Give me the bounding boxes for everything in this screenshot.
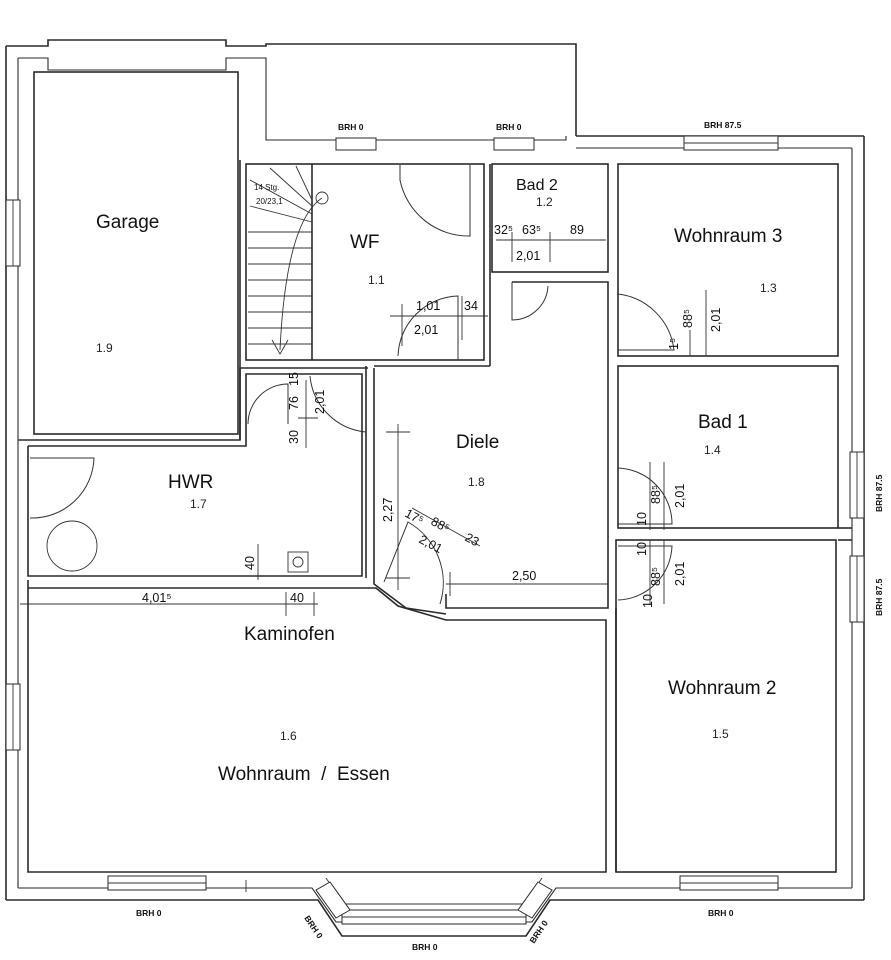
room-num-garage: 1.9 — [96, 341, 113, 355]
door-bad2 — [511, 282, 549, 321]
room-num-bad1: 1.4 — [704, 443, 721, 457]
bad2-outline — [491, 163, 609, 273]
door-wf-top — [399, 165, 471, 237]
dim-w2-c: 2,01 — [673, 562, 687, 586]
doors — [29, 165, 675, 605]
dim-w2-b: 88⁵ — [649, 567, 663, 586]
dim-w2-d: 10 — [641, 594, 655, 608]
dim-w3-c: 1⁵ — [667, 338, 681, 350]
dim-wohn-b: 40 — [290, 591, 304, 605]
room-name-wohnen: Wohnraum / Essen — [218, 764, 390, 785]
door-bad1 — [617, 467, 673, 525]
dim-bad2-a: 32⁵ — [494, 223, 513, 237]
room-name-kaminofen: Kaminofen — [244, 624, 335, 645]
dim-wf-c: 2,01 — [414, 323, 438, 337]
dim-hwr-e: 40 — [243, 556, 257, 570]
door-wohnraum2 — [617, 545, 673, 601]
dim-w3-b: 2,01 — [709, 308, 723, 332]
dim-hwr-b: 15 — [287, 372, 301, 386]
window-bay-right — [517, 881, 553, 919]
room-name-diele: Diele — [456, 432, 499, 453]
door-garage-hwr — [247, 383, 289, 425]
brh-bottom-right: BRH 0 — [708, 908, 734, 918]
dim-wf-b: 34 — [464, 299, 478, 313]
room-num-bad2: 1.2 — [536, 195, 553, 209]
room-num-hwr: 1.7 — [190, 497, 207, 511]
outer-walls — [5, 39, 865, 937]
fixtures — [46, 520, 309, 573]
door-hwr — [309, 375, 367, 433]
dimension-lines — [20, 232, 707, 892]
stairs-label-2: 20/23,1 — [256, 197, 283, 206]
dim-bad1-c: 2,01 — [673, 484, 687, 508]
kaminofen-symbol — [287, 551, 309, 573]
door-wohnraum3 — [617, 293, 675, 351]
room-name-garage: Garage — [96, 212, 159, 233]
dim-bad2-c: 89 — [570, 223, 584, 237]
brh-top-left: BRH 0 — [338, 122, 364, 132]
dimension-labels: 32⁵ 63⁵ 89 2,01 1,01 34 2,01 88⁵ 2,01 1⁵… — [142, 223, 723, 608]
bad1-outline — [617, 365, 839, 529]
dim-bad1-a: 10 — [635, 512, 649, 526]
room-num-diele: 1.8 — [468, 475, 485, 489]
room-name-wohnraum3: Wohnraum 3 — [674, 226, 782, 247]
dim-diele-b: 17⁵ — [403, 506, 426, 527]
brh-right-2: BRH 87.5 — [874, 578, 884, 616]
dim-wf-a: 1,01 — [416, 299, 440, 313]
interior-walls — [18, 71, 852, 873]
dim-diele-e: 2,01 — [417, 532, 445, 556]
room-name-bad2: Bad 2 — [516, 177, 558, 194]
room-name-bad1: Bad 1 — [698, 412, 748, 433]
stairs-label-1: 14 Stg. — [254, 183, 279, 192]
window-bay-left — [315, 881, 351, 919]
dim-diele-c: 88⁵ — [429, 514, 452, 535]
dim-w2-a: 10 — [635, 542, 649, 556]
dim-wohn-a: 4,01⁵ — [142, 591, 172, 605]
room-num-wohnen: 1.6 — [280, 729, 297, 743]
wf-outline — [245, 163, 485, 361]
room-name-hwr: HWR — [168, 472, 213, 493]
brh-top-right: BRH 87.5 — [704, 120, 742, 130]
dim-bad1-b: 88⁵ — [649, 485, 663, 504]
windows — [5, 135, 865, 925]
dim-bad2-d: 2,01 — [516, 249, 540, 263]
dim-diele-a: 2,27 — [381, 498, 395, 522]
door-hwr-outer — [29, 457, 95, 519]
wohnraum3-outline — [617, 163, 839, 357]
brh-bay-left: BRH 0 — [302, 914, 325, 941]
boiler-round — [46, 520, 98, 572]
room-num-wohnraum3: 1.3 — [760, 281, 777, 295]
dim-hwr-d: 30 — [287, 430, 301, 444]
room-name-wf: WF — [350, 232, 380, 253]
window-bad2-top — [493, 137, 535, 151]
brh-right-1: BRH 87.5 — [874, 474, 884, 512]
stairs: 14 Stg. 20/23,1 — [248, 165, 329, 355]
brh-labels: BRH 0 BRH 0 BRH 87.5 BRH 87.5 BRH 87.5 B… — [136, 120, 884, 952]
room-labels: Garage 1.9 WF 1.1 Bad 2 1.2 Wohnraum 3 1… — [96, 177, 782, 785]
dim-hwr-a: 76 — [287, 396, 301, 410]
garage-outline — [33, 71, 239, 435]
dim-diele-f: 2,50 — [512, 569, 536, 583]
dim-hwr-c: 2,01 — [313, 390, 327, 414]
room-num-wohnraum2: 1.5 — [712, 727, 729, 741]
dim-diele-d: 23 — [463, 530, 482, 549]
window-wf-top — [335, 137, 377, 151]
brh-top-mid: BRH 0 — [496, 122, 522, 132]
room-name-wohnraum2: Wohnraum 2 — [668, 678, 776, 699]
door-wf-bottom — [397, 295, 459, 360]
dim-w3-a: 88⁵ — [681, 309, 695, 328]
brh-bay-mid: BRH 0 — [412, 942, 438, 952]
door-diele-wohnen — [383, 521, 444, 605]
brh-bottom-left: BRH 0 — [136, 908, 162, 918]
dim-bad2-b: 63⁵ — [522, 223, 541, 237]
room-num-wf: 1.1 — [368, 273, 385, 287]
